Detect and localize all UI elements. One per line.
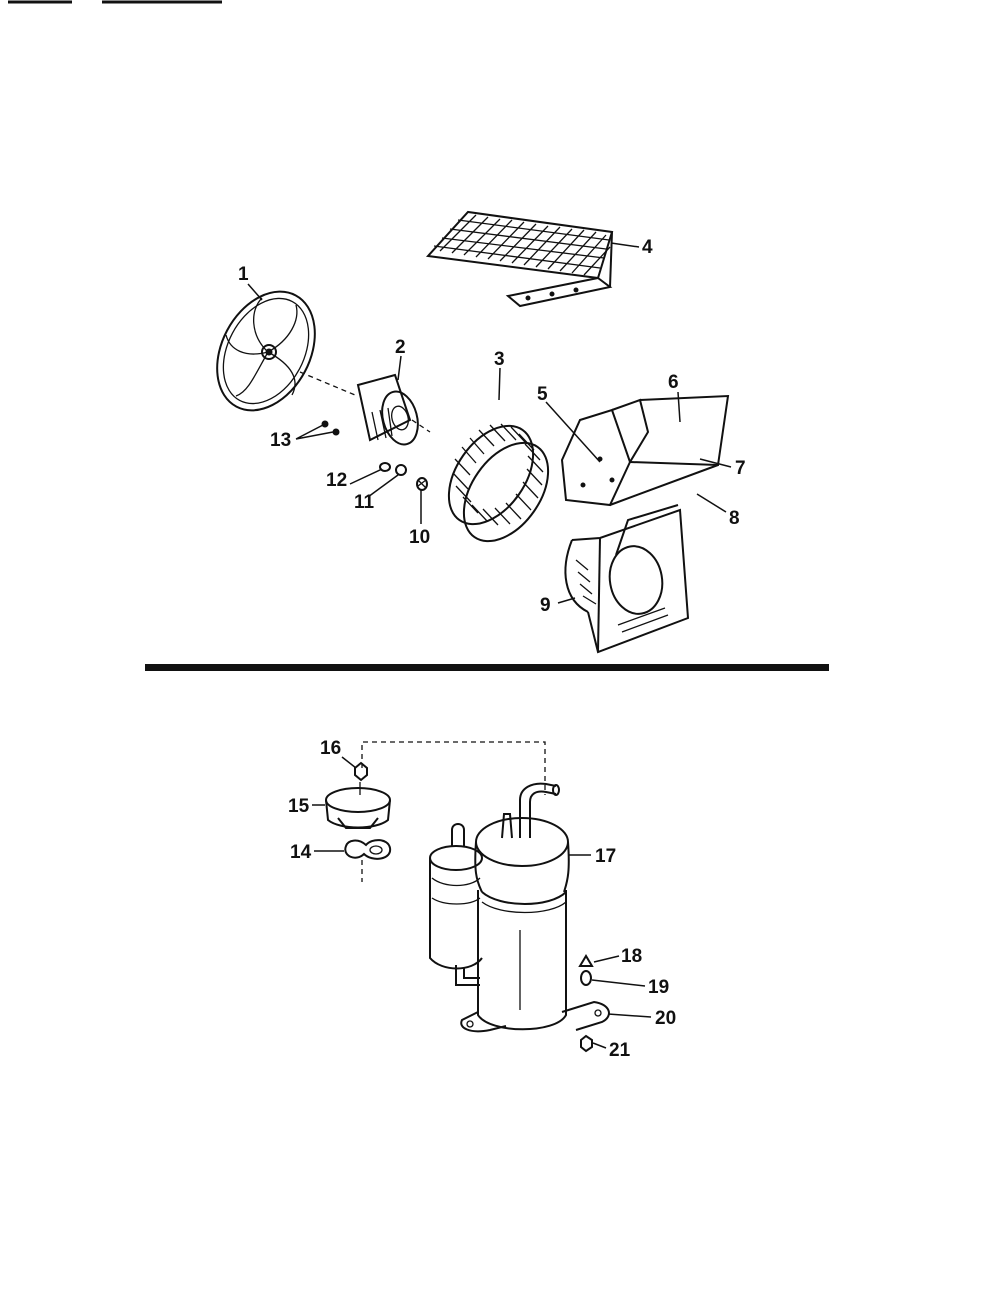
motor-hardware xyxy=(321,420,428,491)
callout-5: 5 xyxy=(537,384,548,405)
section-divider xyxy=(145,664,829,671)
callout-21: 21 xyxy=(609,1040,631,1061)
callout-1: 1 xyxy=(238,264,249,285)
callout-7: 7 xyxy=(735,458,746,479)
callout-18: 18 xyxy=(621,946,642,967)
callout-6: 6 xyxy=(668,372,679,393)
callout-20: 20 xyxy=(655,1008,676,1029)
motor-part-2 xyxy=(299,371,431,446)
leader-lines xyxy=(247,242,732,1049)
terminal-cover-part-15 xyxy=(325,782,391,829)
mount-hardware-18-21 xyxy=(578,954,594,1053)
callout-10: 10 xyxy=(409,527,430,548)
callout-19: 19 xyxy=(648,977,669,998)
callout-12: 12 xyxy=(326,470,347,491)
callout-14: 14 xyxy=(290,842,312,863)
blower-housing-part-9 xyxy=(564,504,690,654)
callout-8: 8 xyxy=(729,508,740,529)
callout-2: 2 xyxy=(395,337,406,358)
callout-3: 3 xyxy=(494,349,505,370)
callout-17: 17 xyxy=(595,846,616,867)
callout-15: 15 xyxy=(288,796,310,817)
callout-13: 13 xyxy=(270,430,291,451)
blower-wheel-part-3 xyxy=(447,423,550,543)
shroud-part-5-6-7 xyxy=(560,394,730,507)
callout-16: 16 xyxy=(320,738,341,759)
callout-4: 4 xyxy=(642,237,653,258)
fan-blade-part-1 xyxy=(216,290,316,412)
nut-part-16 xyxy=(354,741,546,795)
callout-11: 11 xyxy=(354,492,375,513)
compressor-part-17 xyxy=(429,782,610,1033)
gasket-part-14 xyxy=(344,839,392,882)
callout-9: 9 xyxy=(540,595,551,616)
grille-part-4 xyxy=(425,210,614,308)
callout-labels: 1 2 3 4 5 6 7 8 9 10 11 12 13 14 15 16 1… xyxy=(238,237,746,1061)
